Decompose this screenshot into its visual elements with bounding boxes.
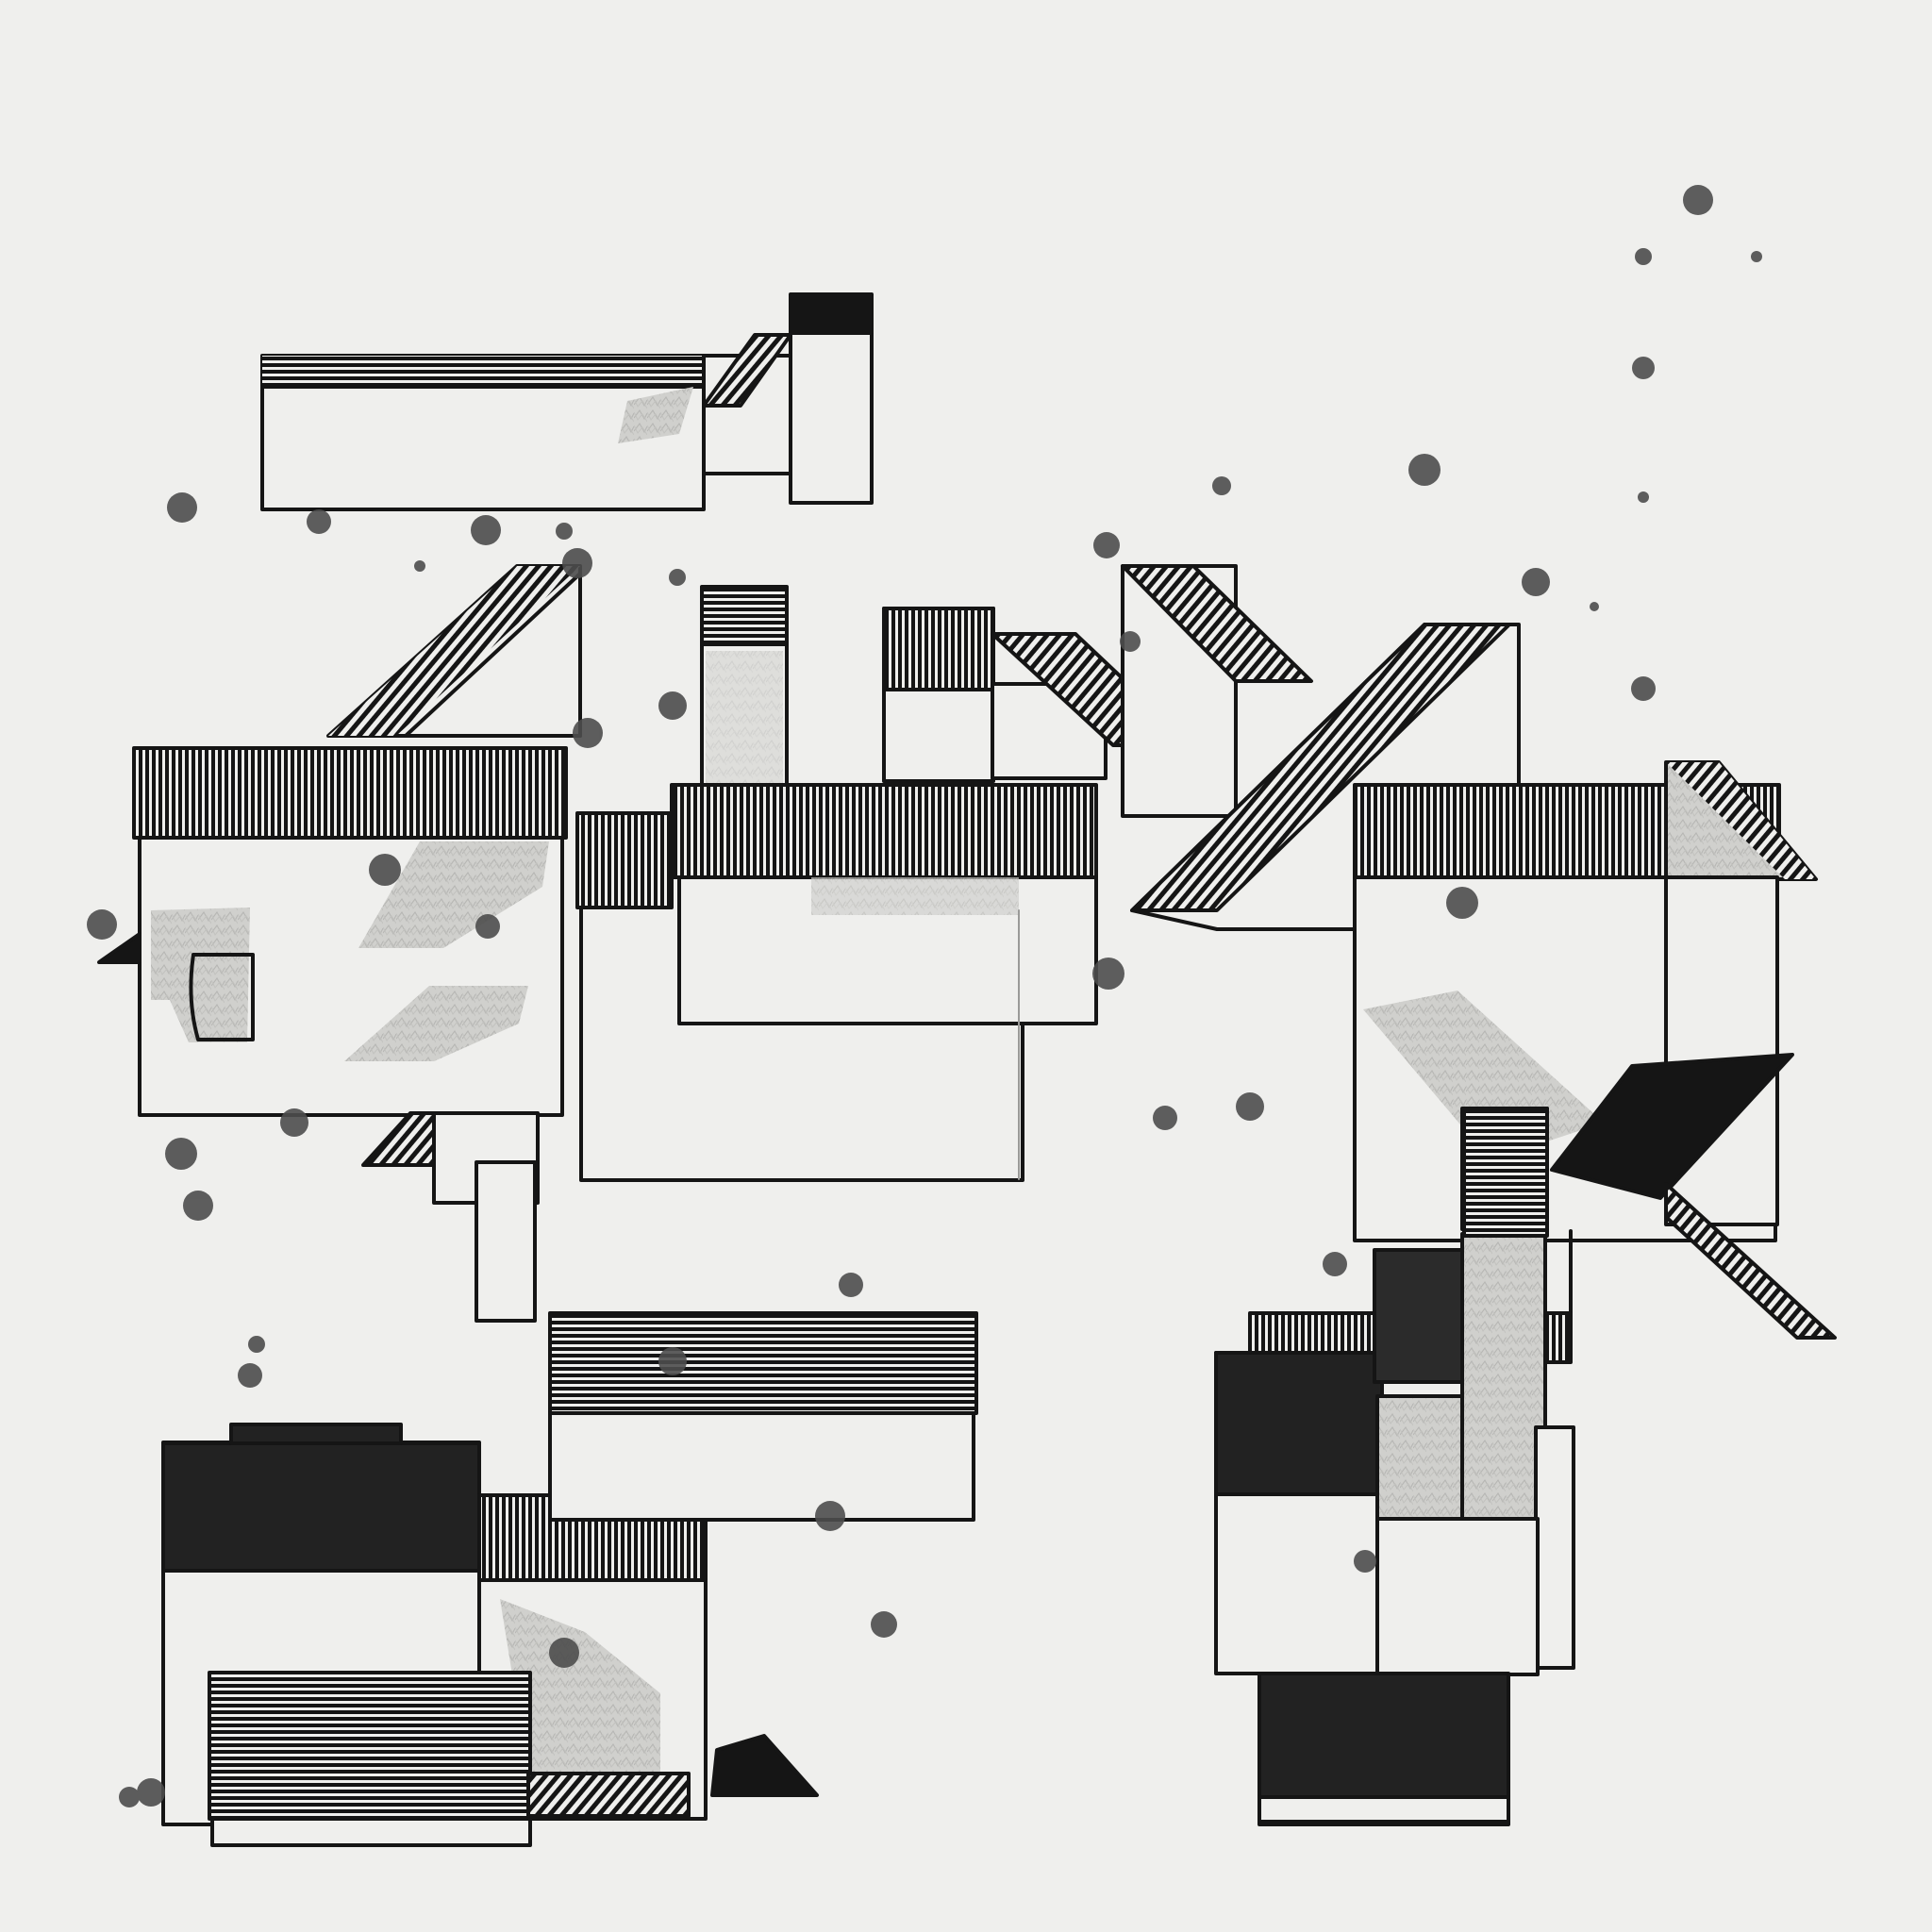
house-center-big bbox=[575, 783, 1098, 1182]
house-top-long bbox=[260, 292, 874, 511]
small-houses-mid bbox=[882, 564, 1313, 818]
house-bottom-mid bbox=[548, 1311, 978, 1522]
floating-dots bbox=[87, 185, 1762, 1807]
house-bottom-right bbox=[1214, 1107, 1575, 1826]
house-right-big bbox=[1353, 760, 1837, 1340]
house-left-big bbox=[97, 746, 568, 1323]
triangle-roof-left bbox=[326, 564, 582, 738]
